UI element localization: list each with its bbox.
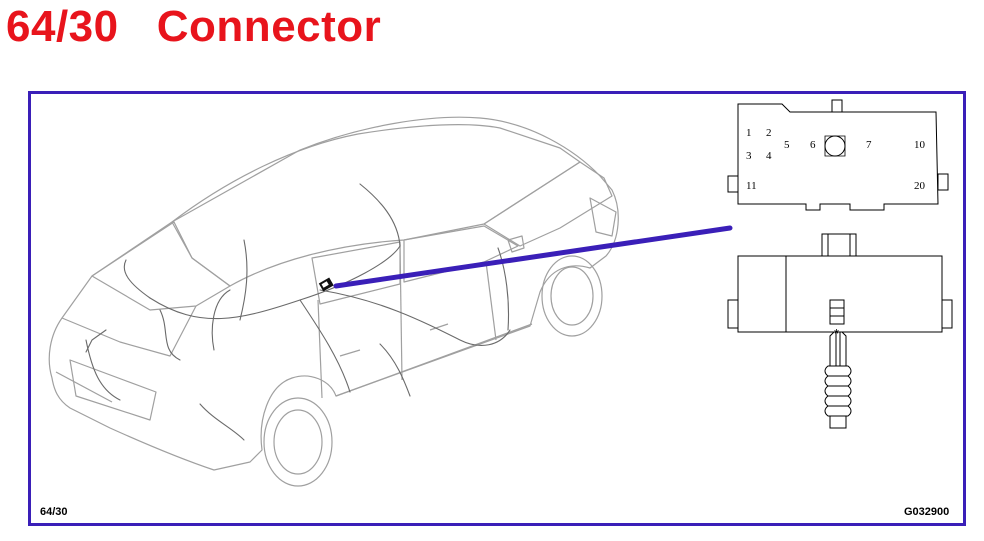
pointer-line bbox=[333, 225, 733, 289]
pin-label: 20 bbox=[914, 180, 926, 192]
connector-face-view bbox=[727, 99, 949, 211]
connector-side-view bbox=[727, 233, 953, 367]
pin-label: 2 bbox=[766, 127, 772, 139]
wiring-harness-icon bbox=[85, 183, 511, 441]
pin-label: 7 bbox=[866, 139, 872, 151]
pin-label: 6 bbox=[810, 139, 816, 151]
pin-label: 10 bbox=[914, 139, 926, 151]
connector-location-icon bbox=[318, 277, 334, 292]
pin-label: 5 bbox=[784, 139, 790, 151]
figure-code: 64/30 bbox=[40, 506, 68, 518]
car-outline-icon bbox=[48, 116, 619, 487]
pin-label: 3 bbox=[746, 150, 752, 162]
pin-label: 11 bbox=[746, 180, 757, 192]
page-title: 64/30 Connector bbox=[6, 2, 382, 51]
pin-label: 1 bbox=[746, 127, 752, 139]
asterisk-mark: * bbox=[834, 326, 839, 341]
diagram-frame bbox=[28, 91, 966, 526]
image-id: G032900 bbox=[904, 506, 950, 518]
pin-label: 4 bbox=[766, 150, 772, 162]
wire-conduit bbox=[824, 365, 852, 429]
pin-label-group: 1 2 3 4 5 6 7 10 11 20 bbox=[746, 127, 926, 192]
